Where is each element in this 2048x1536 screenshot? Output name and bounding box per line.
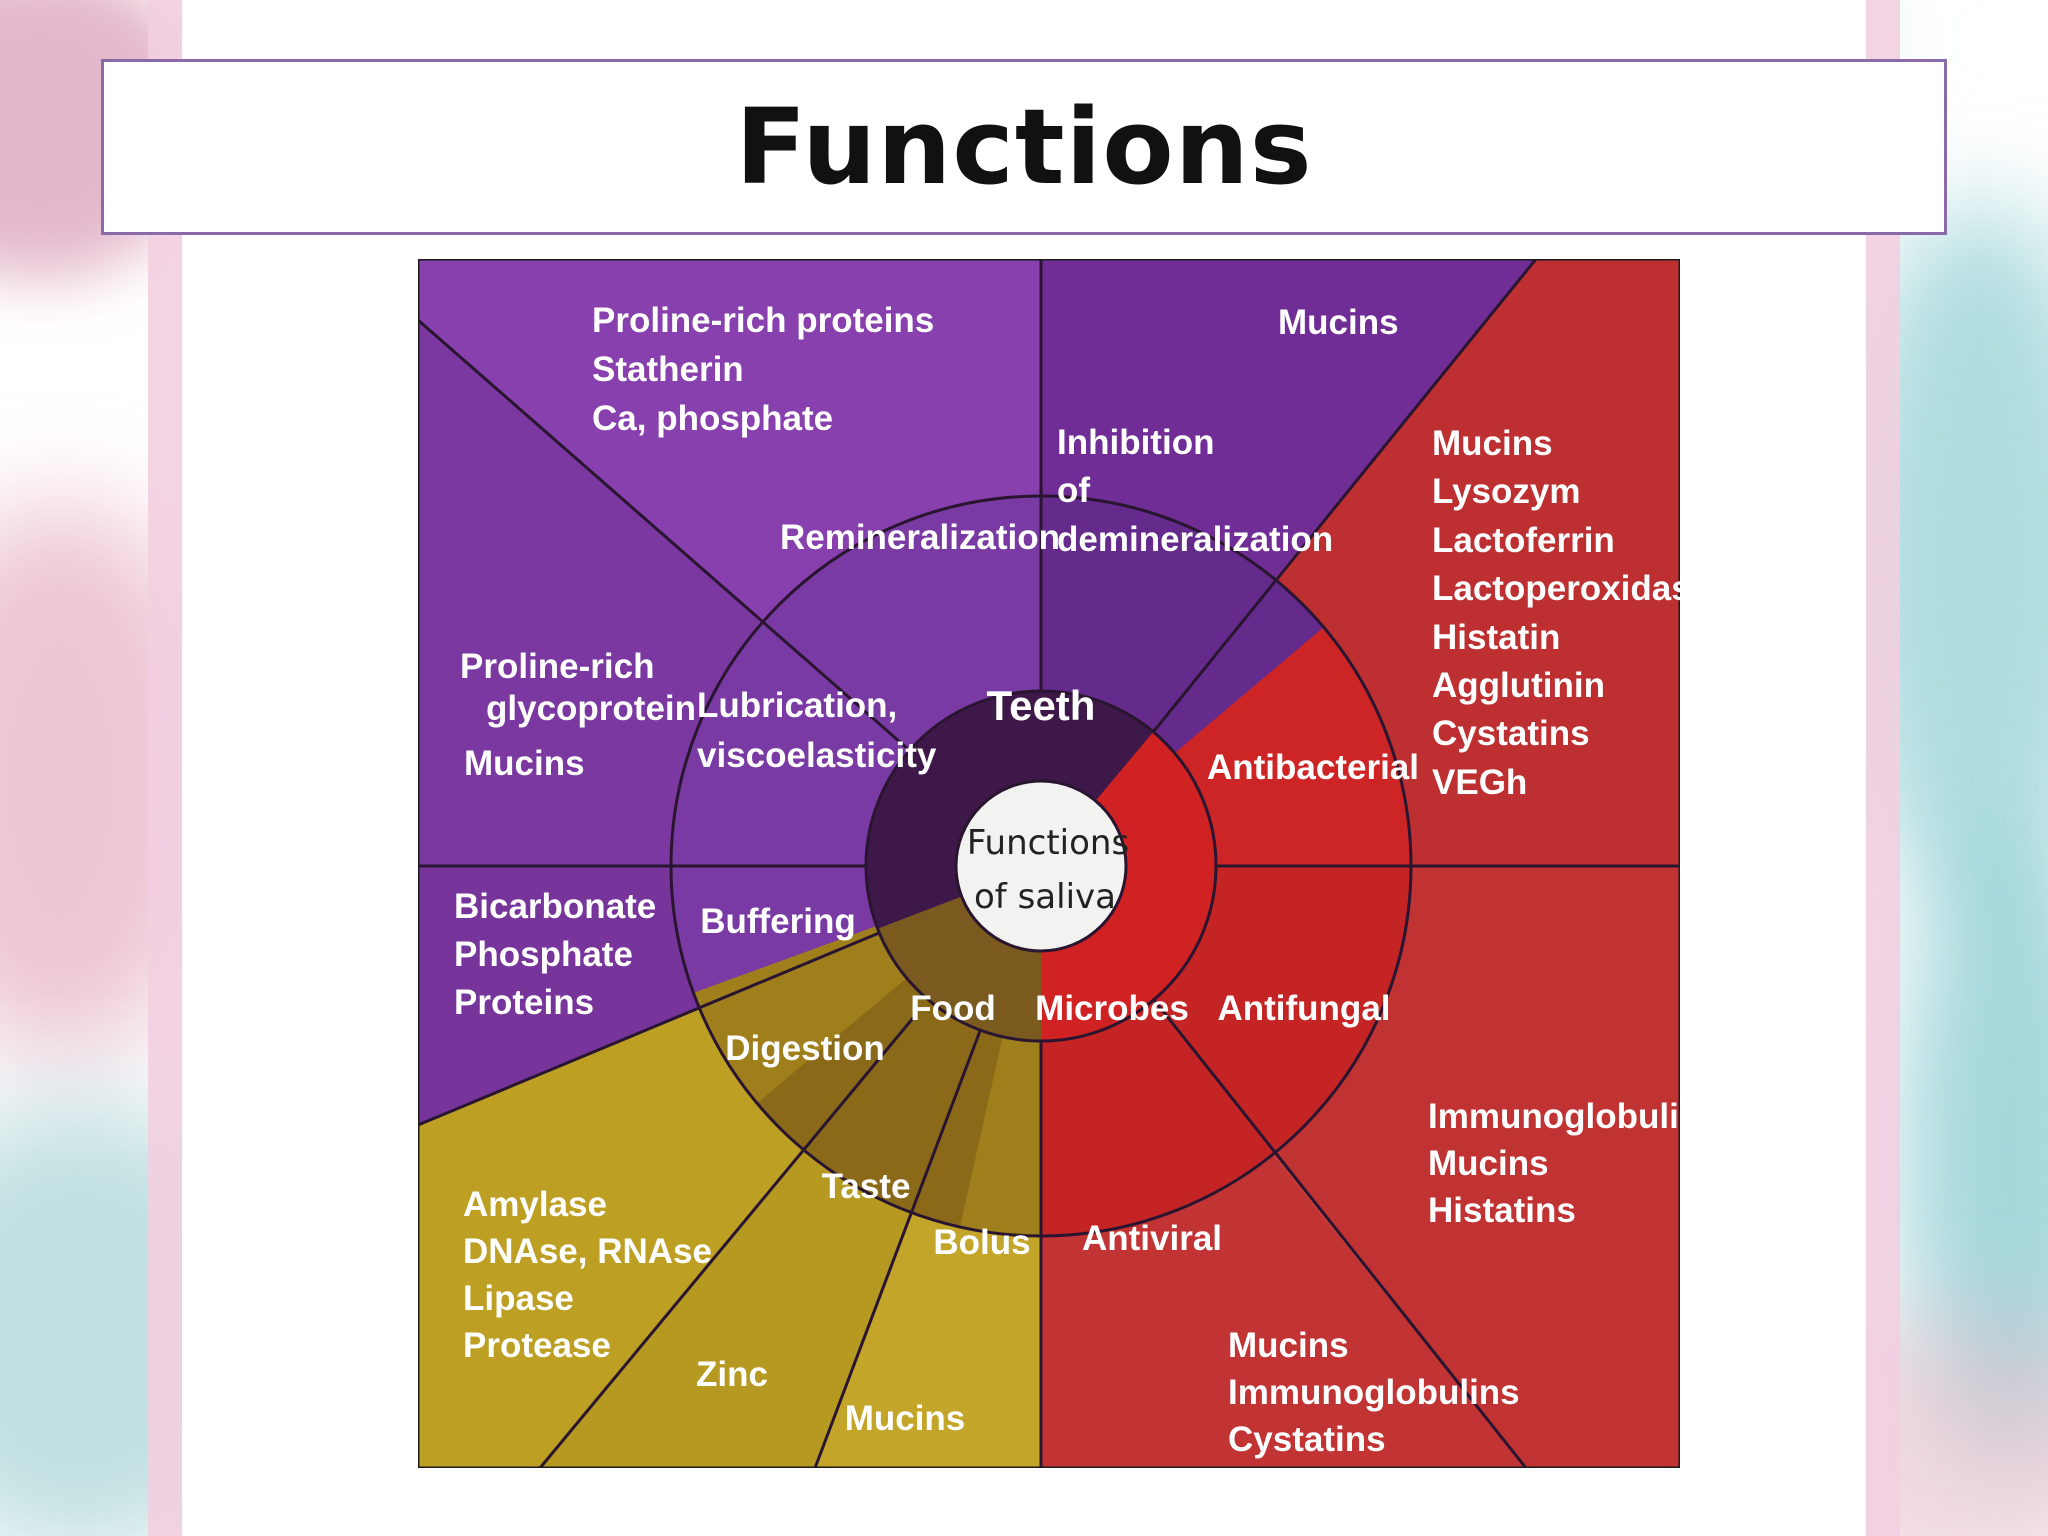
list-item: Ca, phosphate xyxy=(592,399,833,438)
center-circle xyxy=(954,779,1128,953)
list-item: Phosphate xyxy=(454,935,633,974)
list-item: Agglutinin xyxy=(1432,666,1605,705)
label-bolus: Bolus xyxy=(933,1223,1030,1262)
list-item: Zinc xyxy=(696,1355,768,1394)
diagram-lines xyxy=(418,259,1680,1468)
list-item: Lactoperoxidase xyxy=(1432,569,1710,608)
list-item: VEGh xyxy=(1432,763,1527,802)
list-taste: Zinc xyxy=(696,1355,768,1394)
list-item: Histatins xyxy=(1428,1191,1576,1230)
list-lubrication: Proline-rich glycoprotein Mucins xyxy=(460,647,696,783)
label-inhibition-1: Inhibition xyxy=(1057,423,1214,462)
list-item: Mucins xyxy=(1278,303,1399,342)
list-item: Lactoferrin xyxy=(1432,521,1615,560)
list-item: Statherin xyxy=(592,350,744,389)
label-lubrication-1: Lubrication, xyxy=(697,686,897,725)
list-item: Proline-rich proteins xyxy=(592,301,934,340)
list-item: Lysozym xyxy=(1432,472,1580,511)
label-antibacterial: Antibacterial xyxy=(1207,748,1419,787)
right-pink-strip xyxy=(1866,0,1900,1536)
list-item: Cystatins xyxy=(1432,714,1590,753)
center-label-line2: of saliva xyxy=(974,877,1116,917)
list-item: Mucins xyxy=(1432,424,1553,463)
label-buffering: Buffering xyxy=(700,902,856,941)
list-item: Amylase xyxy=(463,1185,607,1224)
hub-label-teeth: Teeth xyxy=(987,682,1096,729)
list-item: Cystatins xyxy=(1228,1420,1386,1459)
left-pink-strip xyxy=(148,0,182,1536)
list-bolus: Mucins xyxy=(845,1399,966,1438)
list-item: Bicarbonate xyxy=(454,887,656,926)
list-item: Mucins xyxy=(1428,1144,1549,1183)
label-digestion: Digestion xyxy=(725,1029,884,1068)
list-item: Immunoglobulins xyxy=(1428,1097,1720,1136)
list-item: Protease xyxy=(463,1326,611,1365)
list-inhibition: Mucins xyxy=(1278,303,1399,342)
list-item: Mucins xyxy=(464,744,585,783)
center-label-line1: Functions xyxy=(967,823,1129,863)
label-antifungal: Antifungal xyxy=(1217,989,1390,1028)
label-taste: Taste xyxy=(822,1167,911,1206)
list-buffering: Bicarbonate Phosphate Proteins xyxy=(454,887,656,1022)
list-item: Immunoglobulins xyxy=(1228,1373,1520,1412)
list-antibacterial: Mucins Lysozym Lactoferrin Lactoperoxida… xyxy=(1432,424,1710,802)
label-antiviral: Antiviral xyxy=(1082,1219,1222,1258)
hub-microbes xyxy=(1041,731,1218,1042)
hub-label-food: Food xyxy=(910,989,996,1028)
list-item: Histatin xyxy=(1432,618,1560,657)
list-digestion: Amylase DNAse, RNAse Lipase Protease xyxy=(463,1185,712,1365)
slide-title: Functions xyxy=(735,86,1313,208)
label-inhibition-2: of xyxy=(1057,471,1090,510)
list-item: Proline-rich xyxy=(460,647,654,686)
list-item: Mucins xyxy=(1228,1326,1349,1365)
list-item: Mucins xyxy=(845,1399,966,1438)
list-antifungal: Immunoglobulins Mucins Histatins xyxy=(1428,1097,1720,1230)
list-antiviral: Mucins Immunoglobulins Cystatins xyxy=(1228,1326,1520,1459)
list-item: DNAse, RNAse xyxy=(463,1232,712,1271)
hub-label-microbes: Microbes xyxy=(1035,989,1189,1028)
list-remineralization: Proline-rich proteins Statherin Ca, phos… xyxy=(592,301,934,438)
list-item: Proteins xyxy=(454,983,594,1022)
title-box: Functions xyxy=(101,59,1947,235)
label-inhibition-3: demineralization xyxy=(1057,520,1333,559)
label-remineralization: Remineralization xyxy=(780,518,1060,557)
list-item: Lipase xyxy=(463,1279,574,1318)
label-lubrication-2: viscoelasticity xyxy=(697,736,937,775)
list-item: glycoprotein xyxy=(486,689,696,728)
